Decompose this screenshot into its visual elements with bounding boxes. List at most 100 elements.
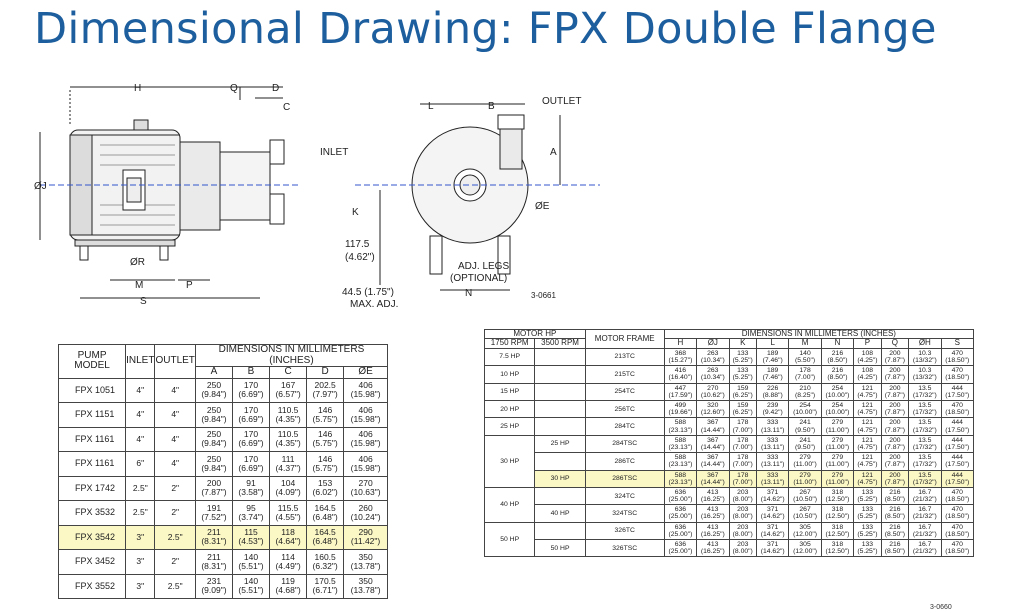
motor-dimension-cell: 254(10.00") <box>820 382 855 401</box>
dimension-in: (5.50") <box>794 356 816 364</box>
dimension-in: (12.50") <box>825 513 850 521</box>
dimension-in: (9.09") <box>201 585 227 596</box>
dimension-mm: 216 <box>889 523 901 531</box>
dim-label-oe: ØE <box>535 201 550 212</box>
dimension-mm: 203 <box>737 488 749 496</box>
dimension-mm: 241 <box>799 436 811 444</box>
dimension-cell: 111(4.37") <box>269 451 308 477</box>
dimension-in: (9.42") <box>762 409 783 417</box>
motor-dimension-cell: 13.5(17/32") <box>908 452 942 471</box>
dimension-mm: 189 <box>767 349 779 357</box>
dimension-in: (7.87") <box>884 356 905 364</box>
dimension-mm: 164.5 <box>314 527 336 538</box>
dimension-mm: 413 <box>707 506 719 514</box>
dimension-mm: 104 <box>280 478 296 489</box>
motor-dimension-cell: 239(9.42") <box>755 399 790 419</box>
motor-dimension-cell: 133(5.25") <box>853 504 882 523</box>
dimension-mm: 413 <box>707 523 719 531</box>
dimension-in: (6.69") <box>238 413 264 424</box>
dimension-mm: 263 <box>707 349 719 357</box>
motor-dimension-cell: 367(14.44") <box>696 434 730 454</box>
dimension-mm: 333 <box>767 419 779 427</box>
dimension-in: (9.84") <box>201 389 227 400</box>
dimension-in: (13.11") <box>760 443 785 451</box>
dimension-mm: 470 <box>951 488 963 496</box>
dimension-cell: 170(6.69") <box>231 426 271 452</box>
dimension-in: (11.00") <box>825 443 850 451</box>
motor-dimension-cell: 210(8.25") <box>788 382 822 401</box>
dimension-in: (18.50") <box>945 409 970 417</box>
dimension-cell: 191(7.52") <box>194 500 233 526</box>
hp-1750-cell: 20 HP <box>483 399 536 419</box>
hp-1750-cell: 40 HP <box>483 486 536 523</box>
dimension-in: (5.25") <box>857 548 878 556</box>
dimension-in: (8.50") <box>884 496 905 504</box>
motor-frame-cell: 215TC <box>584 365 665 384</box>
motor-dimension-cell: 200(7.87") <box>880 417 910 436</box>
motor-dimension-cell: 241(9.50") <box>788 417 822 436</box>
motor-dimension-cell: 279(11.00") <box>820 452 855 471</box>
dimension-mm: 119 <box>281 576 295 587</box>
dimension-in: (5.25") <box>857 496 878 504</box>
dimension-mm: 250 <box>206 404 222 415</box>
motor-dimension-cell: 216(8.50") <box>880 486 910 506</box>
dim-col-header: D <box>306 366 345 379</box>
inlet-cell: 4" <box>125 426 156 452</box>
dimension-mm: 108 <box>861 349 874 357</box>
dimension-in: (14.62") <box>760 513 785 521</box>
dimension-mm: 121 <box>861 454 874 462</box>
dimension-in: (7.00") <box>794 374 816 382</box>
dimension-in: (6.69") <box>238 462 264 473</box>
motor-dimension-cell: 133(5.25") <box>728 347 757 367</box>
motor-frame-cell: 286TC <box>584 452 665 471</box>
dimension-mm: 333 <box>767 436 779 444</box>
dimension-in: (5.75") <box>312 413 338 424</box>
dimension-in: (4.64") <box>275 536 301 547</box>
dimension-in: (5.75") <box>312 462 338 473</box>
dim-label-outlet: OUTLET <box>542 96 581 107</box>
dimension-cell: 160.5(6.32") <box>306 549 345 575</box>
hp-3500-cell: 40 HP <box>534 504 586 523</box>
dimension-cell: 118(4.64") <box>269 524 308 550</box>
dimension-in: (13.11") <box>760 461 785 469</box>
dimension-mm: 13.5 <box>918 402 932 410</box>
dimension-in: (18.50") <box>945 513 970 521</box>
motor-dimension-cell: 254(10.00") <box>788 399 822 419</box>
dimension-in: (8.00") <box>732 548 753 556</box>
dimension-in: (18.50") <box>945 496 970 504</box>
dimension-in: (8.00") <box>732 530 753 538</box>
dimension-in: (23.13") <box>668 426 693 434</box>
dimension-in: (9.84") <box>201 438 227 449</box>
motor-dimension-cell: 499(19.66") <box>663 399 698 419</box>
dimension-mm: 114 <box>281 551 295 562</box>
motor-dimension-cell: 413(16.25") <box>696 521 730 541</box>
dimension-in: (11.42") <box>350 536 381 547</box>
dimension-in: (7.87") <box>884 426 905 434</box>
motor-dimension-cell: 413(16.25") <box>696 486 730 506</box>
dimension-cell: 170.5(6.71") <box>306 573 345 599</box>
motor-dimension-cell: 200(7.87") <box>880 365 910 384</box>
dimension-cell: 170(6.69") <box>231 451 271 477</box>
motor-dimension-cell: 121(4.75") <box>853 452 882 471</box>
dimension-in: (4.75") <box>857 478 878 486</box>
dimension-mm: 636 <box>674 541 687 549</box>
motor-dimension-cell: 200(7.87") <box>880 434 910 454</box>
dimension-in: (8.50") <box>827 356 848 364</box>
dimension-mm: 200 <box>889 384 901 392</box>
dimension-mm: 447 <box>674 384 687 392</box>
dimension-mm: 170 <box>243 429 259 440</box>
dimension-in: (13.11") <box>760 426 785 434</box>
motor-dimension-cell: 159(6.25") <box>728 382 757 401</box>
dimension-in: (6.69") <box>238 389 264 400</box>
dimension-mm: 413 <box>707 488 719 496</box>
dim-label-m: M <box>135 280 143 291</box>
dimension-mm: 13.5 <box>918 419 932 427</box>
dimension-mm: 118 <box>281 527 295 538</box>
dimension-mm: 178 <box>737 436 749 444</box>
dimension-mm: 170.5 <box>314 576 336 587</box>
dimension-mm: 371 <box>767 541 779 549</box>
motor-frame-cell: 284TSC <box>584 434 665 454</box>
dimension-mm: 133 <box>737 349 749 357</box>
